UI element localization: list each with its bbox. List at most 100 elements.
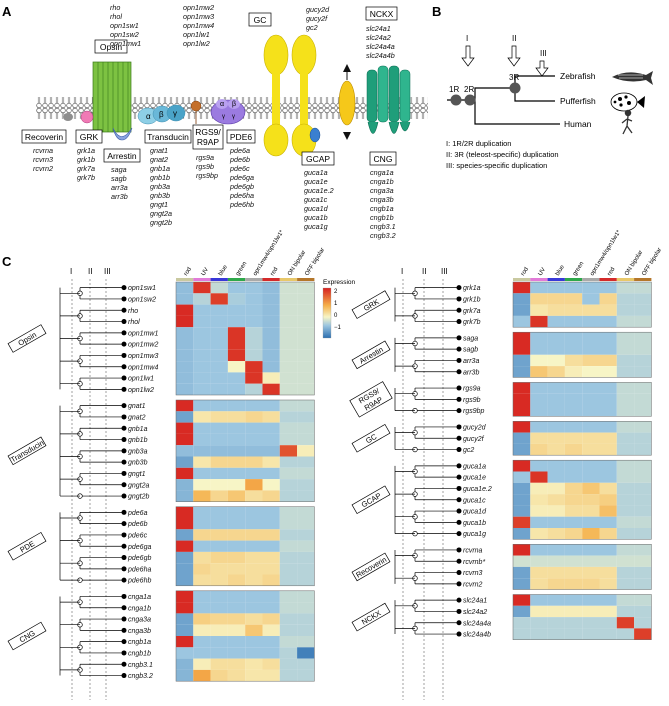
heatmap-cell xyxy=(547,393,565,405)
gene-opn1lw2: opn1lw2 xyxy=(183,39,210,48)
heatmap-cell xyxy=(599,617,617,629)
column-label-4: opn1mw4/opn1lw1* xyxy=(252,229,285,277)
heatmap-cell xyxy=(210,372,228,384)
heatmap-cell xyxy=(210,551,228,564)
gene-label: gnb3b xyxy=(128,460,148,467)
heatmap-cell xyxy=(634,628,652,640)
gene-pde6ga: pde6ga xyxy=(229,173,254,182)
pde-gamma-1: γ xyxy=(222,114,225,120)
heatmap-cell xyxy=(227,647,246,659)
heatmap-cell xyxy=(245,338,263,350)
heatmap-cell xyxy=(547,315,565,328)
heatmap-cell xyxy=(176,411,194,423)
column-strip-5 xyxy=(599,278,617,281)
heatmap-cell xyxy=(193,529,211,541)
column-label-5: red xyxy=(270,267,280,278)
heatmap-cell xyxy=(616,494,635,506)
heatmap-cell xyxy=(564,366,583,378)
column-strip-2 xyxy=(210,278,228,281)
heatmap-cell xyxy=(599,315,617,328)
gene-label: slc24a2 xyxy=(463,609,487,616)
heatmap-cell xyxy=(262,590,280,603)
gene-label: guca1c xyxy=(463,497,486,504)
heatmap-cell xyxy=(245,372,263,384)
heatmap-cell xyxy=(599,282,617,294)
heatmap-cell xyxy=(262,624,280,636)
column-strip-5 xyxy=(262,278,280,281)
heatmap-cell xyxy=(616,544,635,556)
gene-guca1d: guca1d xyxy=(304,204,329,213)
heatmap-cell xyxy=(530,393,548,405)
node-2r: 2R xyxy=(464,85,474,94)
heatmap-cell xyxy=(547,471,565,483)
gene-saga: saga xyxy=(111,165,127,174)
heatmap-cell xyxy=(530,578,548,590)
event-iii: III xyxy=(540,49,547,58)
heatmap-cell xyxy=(616,443,635,456)
heatmap-cell xyxy=(262,490,280,502)
heatmap-cell xyxy=(582,494,600,506)
gene-label: arr3a xyxy=(463,358,479,365)
pde6-box: PDE6 xyxy=(226,129,256,144)
heatmap-frame xyxy=(175,399,315,502)
heatmap-cell xyxy=(599,443,617,456)
heatmap-cell xyxy=(279,315,298,328)
group-box xyxy=(351,290,391,319)
human-icon xyxy=(621,109,633,135)
heatmap-cell xyxy=(262,456,280,468)
heatmap-cell xyxy=(599,482,617,495)
heatmap-cell xyxy=(634,366,652,378)
heatmap-cell xyxy=(530,354,548,367)
colorbar-tick-2: 2 xyxy=(334,289,338,295)
heatmap-cell xyxy=(210,540,228,552)
heatmap-cell xyxy=(547,405,565,417)
heatmap-cell xyxy=(279,669,298,682)
gene-cnga3b: cnga3b xyxy=(370,195,394,204)
heatmap-cell xyxy=(564,528,583,540)
heatmap-cell xyxy=(297,400,315,412)
heatmap-cell xyxy=(262,282,280,294)
heatmap-cell xyxy=(176,338,194,350)
heatmap-cell xyxy=(193,361,211,373)
heatmap-cell xyxy=(547,594,565,606)
heatmap-cell xyxy=(599,578,617,590)
heatmap-cell xyxy=(227,315,246,328)
heatmap-cell xyxy=(634,304,652,316)
column-strip-4 xyxy=(582,278,600,281)
heatmap-cell xyxy=(582,343,600,355)
heatmap-cell xyxy=(616,354,635,367)
heatmap-cell xyxy=(245,563,263,575)
heatmap-cell xyxy=(262,433,280,446)
column-label-3: green xyxy=(572,261,585,277)
heatmap-cell xyxy=(564,566,583,579)
heatmap-cell xyxy=(193,433,211,446)
colorbar-gradient xyxy=(322,287,332,339)
heatmap-cell xyxy=(547,528,565,540)
gc-name: GC xyxy=(254,15,267,25)
heatmap-cell xyxy=(227,636,246,648)
heatmap-cell xyxy=(616,528,635,540)
heatmap-cell xyxy=(262,361,280,373)
heatmap-cell xyxy=(262,422,280,434)
gene-pde6gb: pde6gb xyxy=(229,182,254,191)
heatmap-cell xyxy=(176,574,194,586)
heatmap-cell xyxy=(513,460,531,472)
gene-pde6ha: pde6ha xyxy=(229,191,254,200)
column-label-7: OFF bipolar xyxy=(641,247,663,277)
group-box xyxy=(351,423,391,453)
heatmap-cell xyxy=(547,304,565,316)
heatmap-cell xyxy=(513,282,531,294)
heatmap-cell xyxy=(582,482,600,495)
heatmap-cell xyxy=(176,529,194,541)
heatmap-cell xyxy=(176,590,194,603)
heatmap-cell xyxy=(297,506,315,518)
recoverin-genes: rcvrna rcvrn3 rcvrn2 xyxy=(33,146,53,173)
gcap-name: GCAP xyxy=(306,154,330,164)
heatmap-cell xyxy=(547,605,565,618)
gcap-protein xyxy=(309,127,321,143)
column-strip-6 xyxy=(616,278,635,281)
heatmap-cell xyxy=(297,293,315,305)
heatmap-cell xyxy=(616,460,635,472)
pde6-genes: pde6a pde6b pde6c pde6ga pde6gb pde6ha p… xyxy=(229,146,254,209)
heatmap-cell xyxy=(634,293,652,305)
